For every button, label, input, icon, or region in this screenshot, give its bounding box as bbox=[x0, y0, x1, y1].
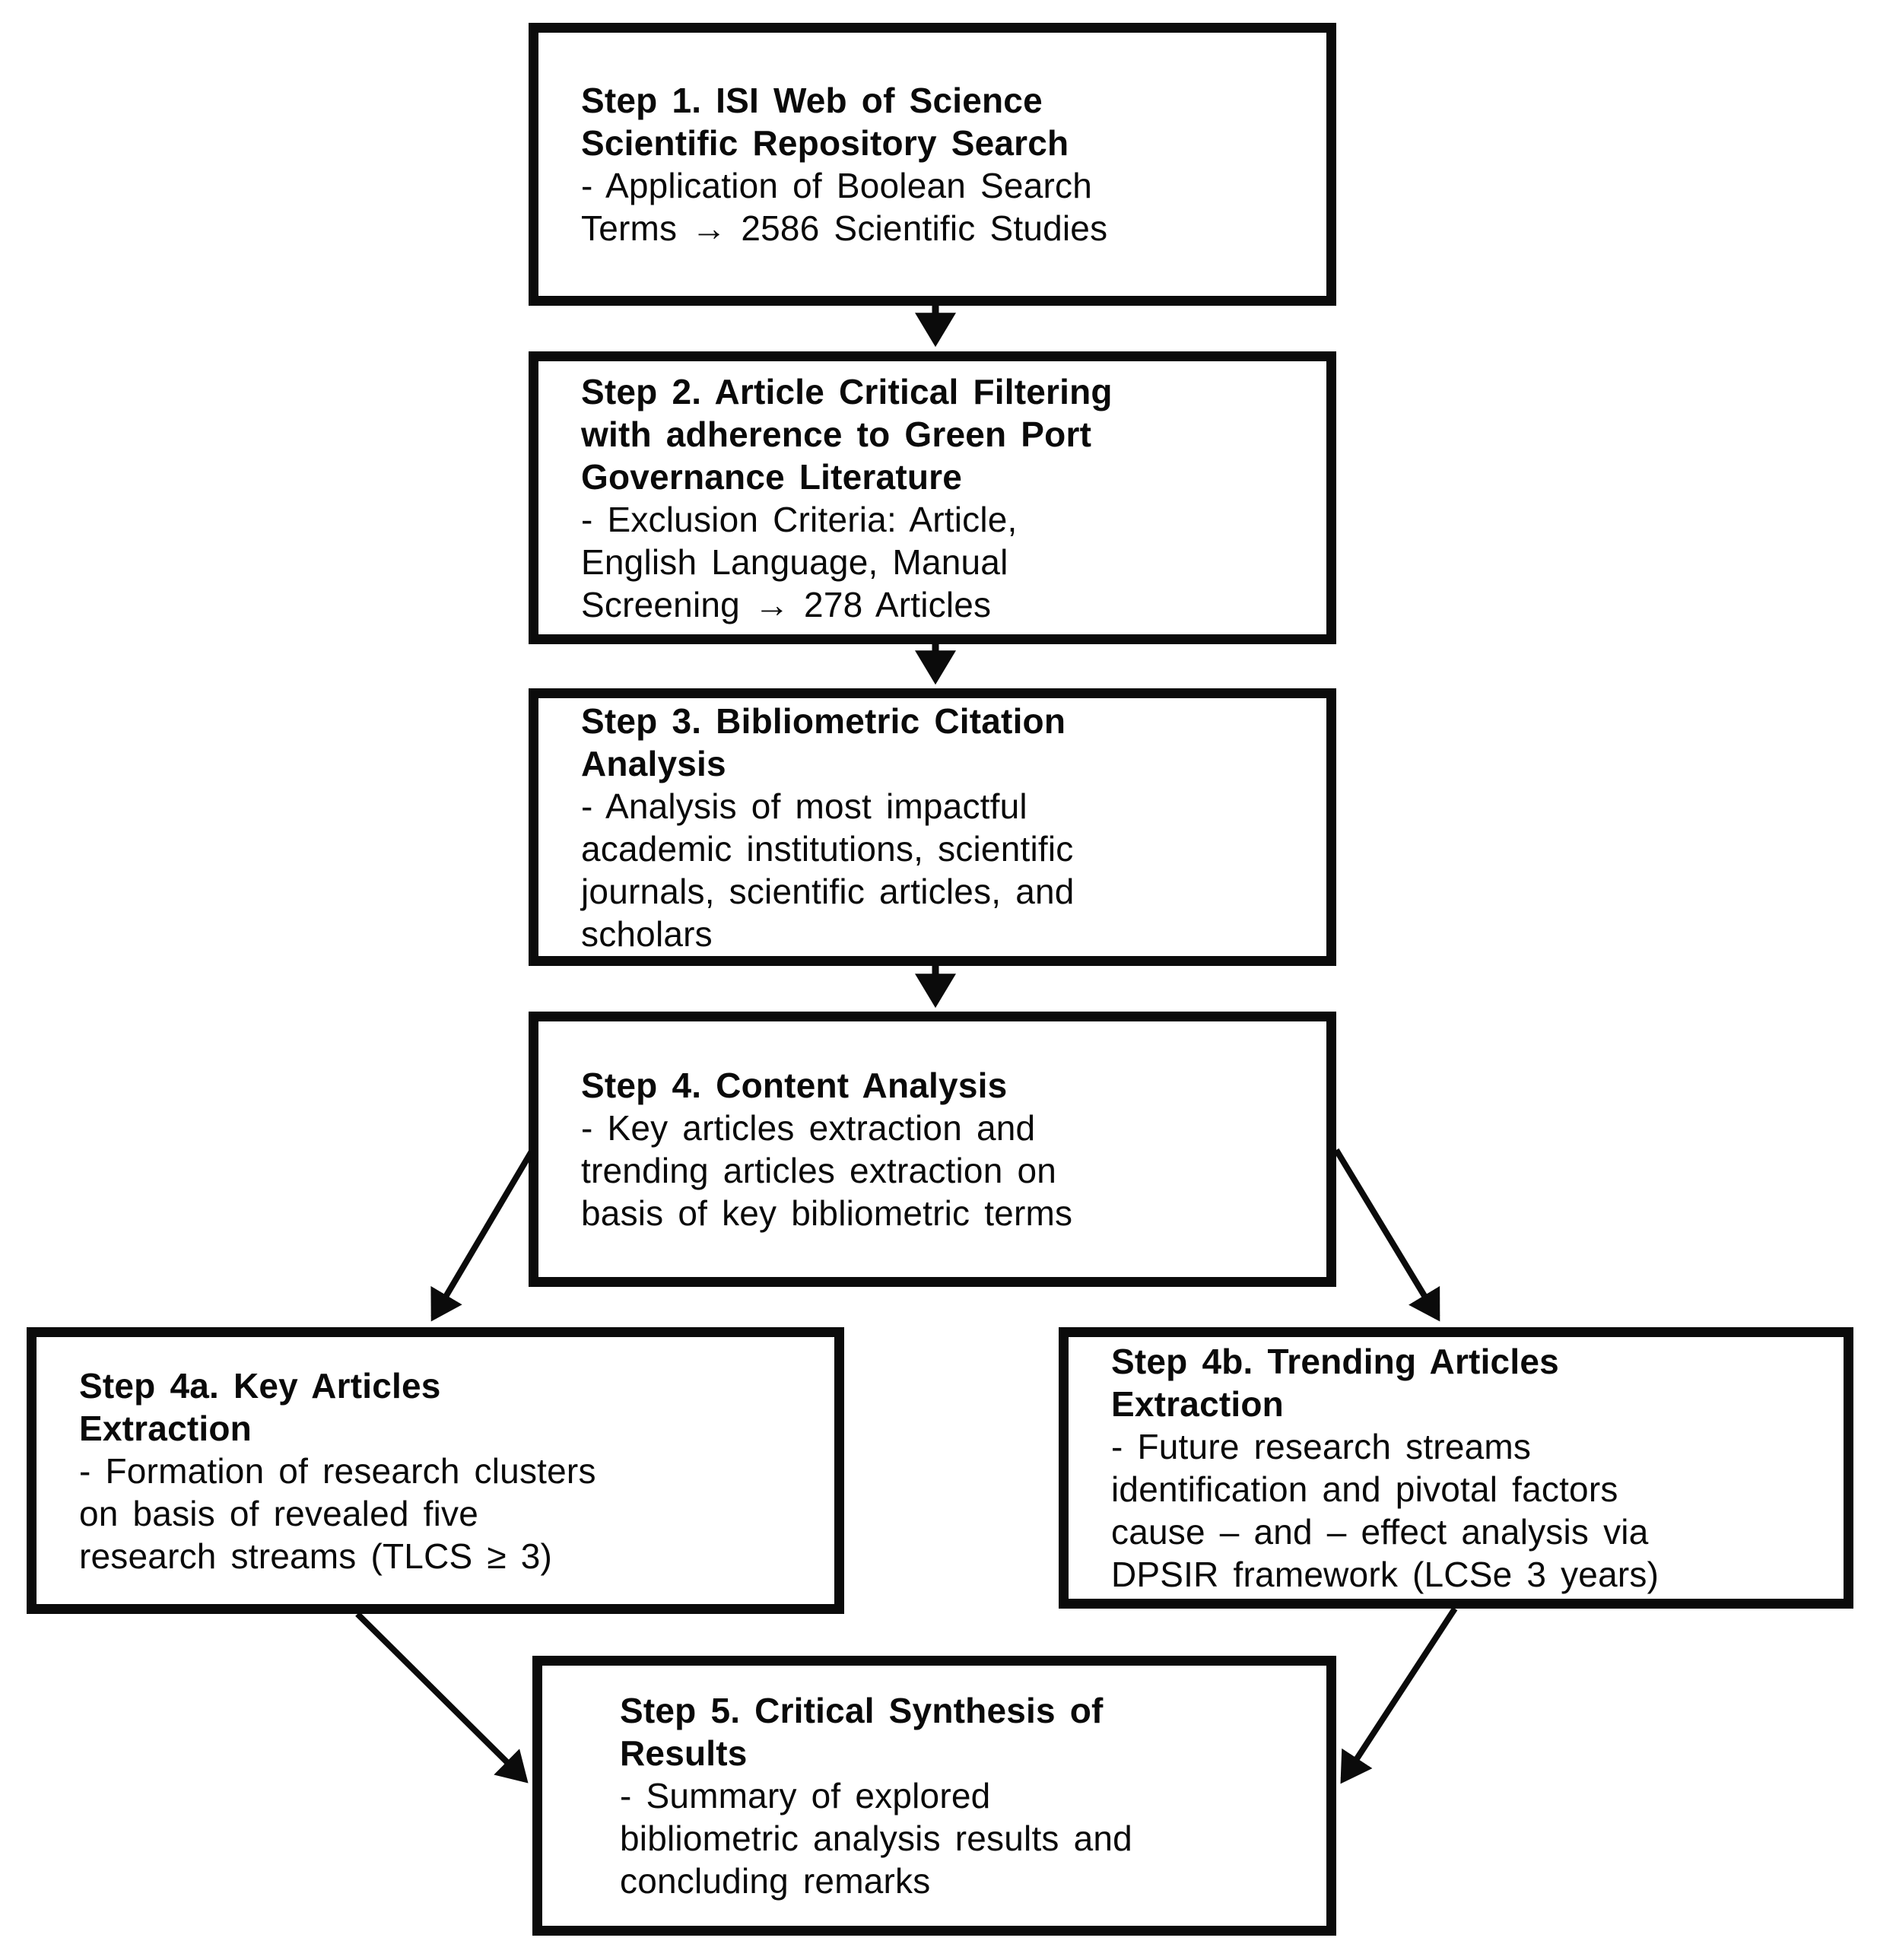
arrow-step4b-step5 bbox=[1340, 1606, 1458, 1784]
flow-box-step4: Step 4. Content Analysis - Key articles … bbox=[529, 1012, 1336, 1287]
arrow-step4-step4b bbox=[1333, 1148, 1440, 1322]
step4-title: Step 4. Content Analysis bbox=[581, 1066, 1008, 1105]
step2-body: - Exclusion Criteria: Article,English La… bbox=[581, 499, 1018, 624]
arrow-step4a-step5 bbox=[355, 1612, 529, 1784]
arrow-step4-step4a bbox=[430, 1148, 535, 1322]
